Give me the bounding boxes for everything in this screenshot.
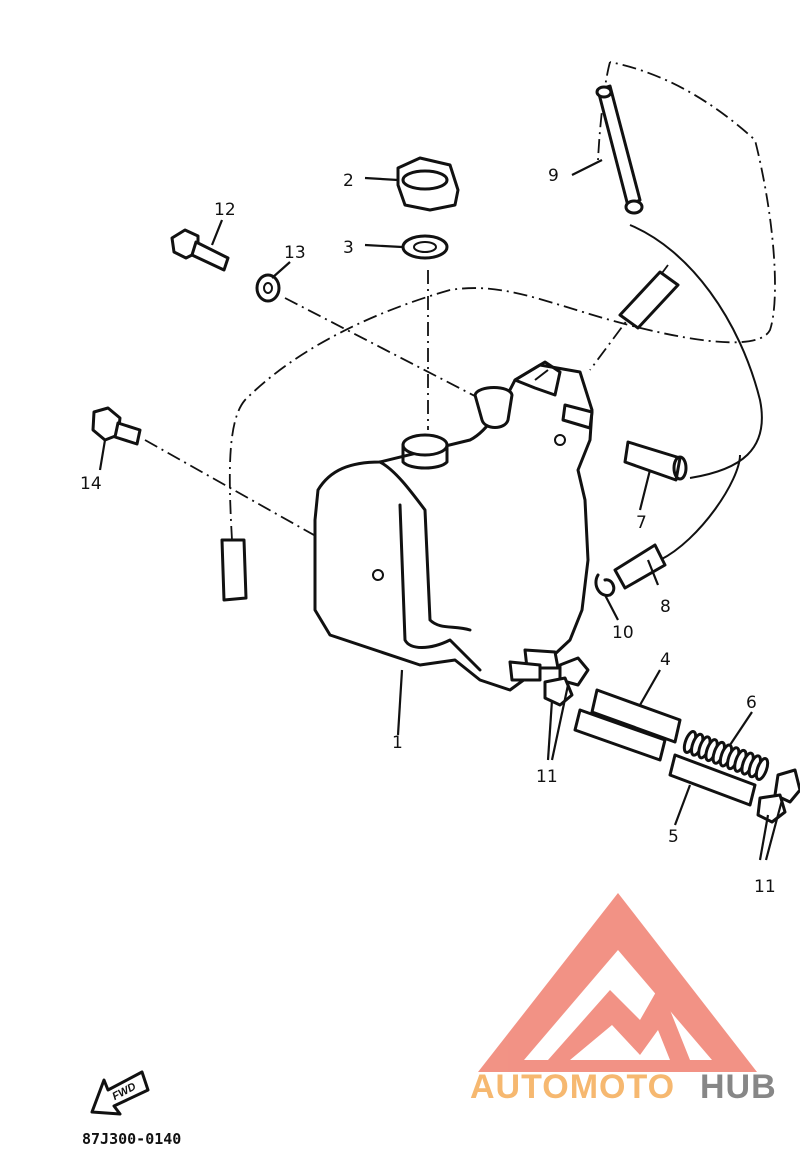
callout-1: 1 bbox=[392, 733, 403, 753]
callout-12: 12 bbox=[214, 200, 236, 220]
oil-tank-part bbox=[313, 360, 594, 692]
forward-arrow: FWD bbox=[90, 1070, 150, 1116]
callout-3: 3 bbox=[343, 238, 354, 258]
callout-4: 4 bbox=[660, 650, 671, 670]
tank-hole-side bbox=[372, 569, 384, 581]
hose-route-line-2 bbox=[659, 454, 741, 561]
hose-9-end-bottom bbox=[624, 199, 644, 215]
callout-7: 7 bbox=[636, 513, 647, 533]
washer-13-hole bbox=[263, 282, 273, 294]
forward-arrow-icon bbox=[90, 1070, 150, 1116]
hose-7-end bbox=[672, 455, 688, 481]
hose-lower-left bbox=[573, 708, 667, 762]
callout-6: 6 bbox=[746, 693, 757, 713]
callout-5: 5 bbox=[668, 827, 679, 847]
callout-2: 2 bbox=[343, 171, 354, 191]
tank-outlet-nipple-lower bbox=[508, 660, 542, 682]
hose-8-part bbox=[613, 543, 667, 590]
callout-9: 9 bbox=[548, 166, 559, 186]
tank-filler-neck bbox=[401, 433, 449, 457]
cap-top bbox=[401, 169, 449, 191]
callout-11-right: 11 bbox=[754, 877, 776, 897]
tank-top-ridge bbox=[378, 460, 472, 632]
washer-13-part bbox=[255, 273, 281, 303]
hose-5-part bbox=[668, 753, 757, 807]
hose-9-part bbox=[596, 84, 642, 208]
watermark-text-part1: AUTOMOTO bbox=[470, 1068, 675, 1106]
bolt-14-part bbox=[91, 406, 142, 446]
assembly-outline-dash bbox=[228, 61, 776, 541]
watermark-text-part2: HUB bbox=[700, 1068, 777, 1106]
hose-9-end-top bbox=[595, 85, 613, 99]
bolt12-shank bbox=[190, 240, 230, 272]
tank-cap-part bbox=[396, 156, 460, 212]
callout-11-left: 11 bbox=[536, 767, 558, 787]
tank-grommet bbox=[473, 386, 514, 429]
watermark-text: AUTOMOTO HUB bbox=[470, 1068, 777, 1106]
tank-side-pin bbox=[561, 403, 594, 430]
clamp11-right-upper bbox=[773, 768, 800, 804]
tank-side-channel bbox=[398, 503, 482, 672]
watermark-logo bbox=[478, 893, 757, 1072]
callout-8: 8 bbox=[660, 597, 671, 617]
clamp11-lower bbox=[543, 676, 574, 707]
hose-sleeve-upper bbox=[618, 270, 680, 330]
document-code: 87J300-0140 bbox=[82, 1130, 181, 1148]
tank-mount-lug bbox=[513, 360, 562, 397]
tank-lug-slot bbox=[534, 369, 549, 381]
tank-body bbox=[313, 363, 594, 692]
spring-coil bbox=[754, 757, 770, 781]
clip-10-part bbox=[594, 573, 616, 597]
hose-sleeve-left bbox=[220, 538, 248, 602]
hose-7-part bbox=[623, 440, 682, 482]
hose-route-line bbox=[629, 224, 763, 479]
callouts: 1 2 3 4 5 6 7 8 9 10 11 11 12 13 14 bbox=[80, 166, 776, 897]
bolt14-shank bbox=[113, 421, 142, 446]
bolt14-alignment-dash bbox=[144, 439, 386, 576]
leader-lines bbox=[98, 159, 784, 861]
right-outline-dash bbox=[597, 61, 611, 161]
tank-filler-neck-side bbox=[401, 443, 449, 470]
cap-gasket-part bbox=[401, 234, 449, 260]
callout-13: 13 bbox=[284, 243, 306, 263]
cap-gasket-hole bbox=[413, 241, 437, 253]
hose-4-part bbox=[590, 688, 682, 744]
callout-10: 10 bbox=[612, 623, 634, 643]
callout-14: 14 bbox=[80, 474, 102, 494]
clamp11-right-lower bbox=[756, 793, 787, 824]
tank-hole-upper bbox=[554, 434, 566, 446]
spring-6-part bbox=[682, 730, 770, 781]
bolt-12-part bbox=[170, 228, 230, 272]
logo-m-shape-icon bbox=[548, 985, 690, 1060]
